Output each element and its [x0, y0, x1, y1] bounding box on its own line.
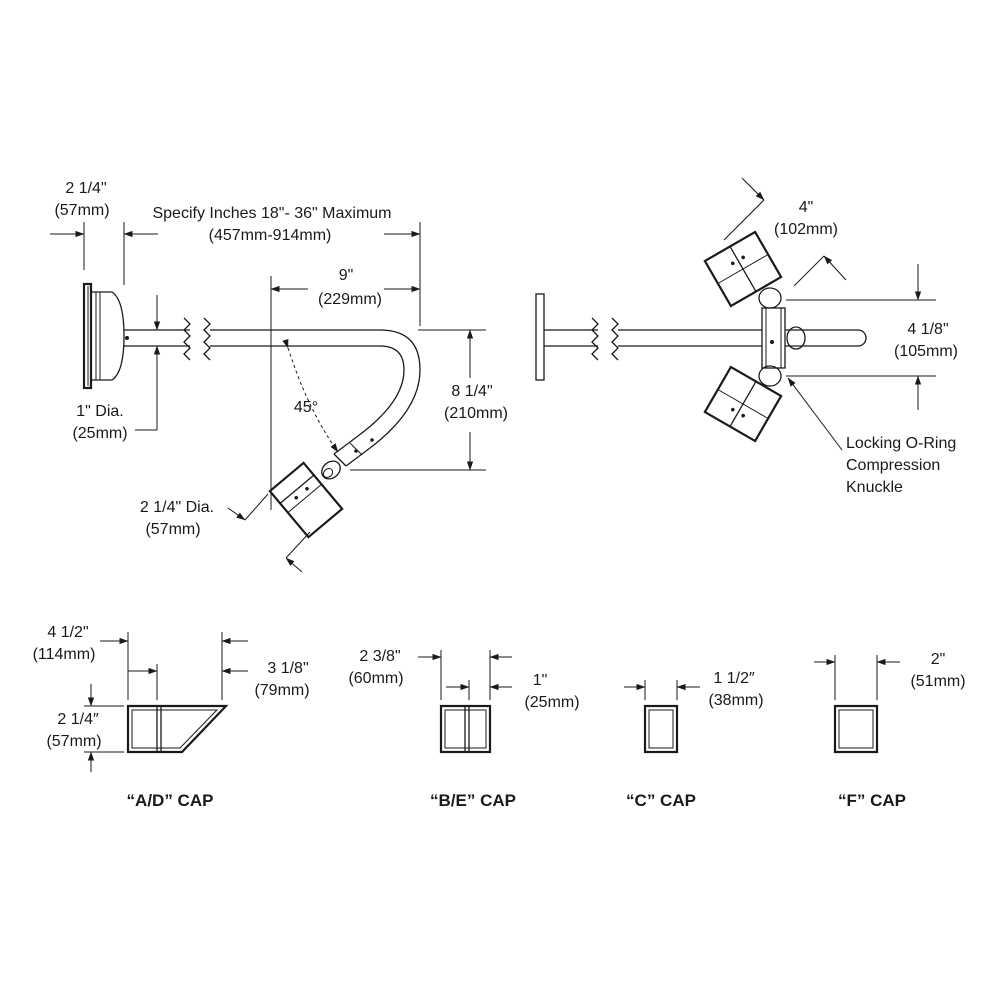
dim-base-width: 2 1/4" (57mm) — [50, 180, 158, 285]
cap-c-dim1-in: 1 1/2″ — [713, 670, 755, 687]
dim-spread-in: 4 1/8" — [907, 321, 948, 338]
dim-tube-dia-mm: (25mm) — [72, 425, 127, 442]
cap-a-d-dim1-in: 4 1/2" — [47, 624, 88, 641]
cap-a-d-dim2-in: 3 1/8" — [267, 660, 308, 677]
knuckle-label-line1: Locking O-Ring — [846, 435, 956, 452]
dim-arm-length: Specify Inches 18"- 36" Maximum (457mm-9… — [152, 205, 421, 326]
dim-head-dia-mm: (57mm) — [145, 521, 200, 538]
top-knuckle-block — [758, 287, 786, 387]
cap-b-e-dim2-mm: (25mm) — [524, 694, 579, 711]
dim-base-width-in: 2 1/4" — [65, 180, 106, 197]
dim-drop: 8 1/4" (210mm) — [350, 329, 508, 471]
dim-spread: 4 1/8" (105mm) — [786, 264, 958, 410]
dim-angle-text: 45° — [294, 399, 318, 416]
side-view: 2 1/4" (57mm) Specify Inches 18"- 36" Ma… — [50, 180, 508, 573]
side-light-head — [268, 461, 344, 539]
cap-a-d-label: “A/D” CAP — [127, 791, 214, 810]
dim-tube-dia-in: 1" Dia. — [76, 403, 123, 420]
wall-plate — [82, 282, 129, 390]
dim-drop-mm: (210mm) — [444, 405, 508, 422]
knuckle-label-line3: Knuckle — [846, 479, 903, 496]
side-knuckle — [321, 460, 341, 480]
cap-b-e-dim1-in: 2 3/8" — [359, 648, 400, 665]
dim-head-length-mm: (102mm) — [774, 221, 838, 238]
dim-tube-dia: 1" Dia. (25mm) — [72, 295, 161, 442]
cap-b-e: 2 3/8" (60mm) 1" (25mm) “B/E” CAP — [348, 648, 579, 810]
top-arm-tube — [544, 317, 867, 361]
arm-tube — [124, 317, 421, 467]
cap-a-d: 4 1/2" (114mm) 3 1/8" (79mm) 2 1/4″ (57m… — [33, 624, 310, 810]
cap-b-e-dim1-mm: (60mm) — [348, 670, 403, 687]
cap-f-dim1-mm: (51mm) — [910, 673, 965, 690]
dim-head-dia-in: 2 1/4" Dia. — [140, 499, 214, 516]
dim-drop-in: 8 1/4" — [451, 383, 492, 400]
dim-reach-in: 9" — [339, 267, 354, 284]
cap-b-e-label: “B/E” CAP — [430, 791, 516, 810]
cap-f: 2" (51mm) “F” CAP — [814, 651, 966, 810]
dim-head-dia: 2 1/4" Dia. (57mm) — [140, 493, 311, 573]
cap-b-e-dim2-in: 1" — [533, 672, 548, 689]
cap-a-d-dim1-mm: (114mm) — [33, 646, 96, 663]
dim-head-length-in: 4" — [799, 199, 814, 216]
top-upper-light-head — [703, 230, 783, 308]
top-wall-plate — [535, 293, 545, 381]
cap-c-dim1-mm: (38mm) — [708, 692, 763, 709]
dim-angle: 45° — [282, 338, 339, 453]
cap-f-label: “F” CAP — [838, 791, 906, 810]
cap-c: 1 1/2″ (38mm) “C” CAP — [624, 670, 764, 810]
cap-a-d-dim3-mm: (57mm) — [46, 733, 101, 750]
dim-arm-length-text: Specify Inches 18"- 36" Maximum — [152, 205, 391, 222]
dim-arm-length-mm: (457mm-914mm) — [209, 227, 332, 244]
cap-a-d-dim3-in: 2 1/4″ — [57, 711, 99, 728]
dim-base-width-mm: (57mm) — [54, 202, 109, 219]
cap-a-d-dim2-mm: (79mm) — [254, 682, 309, 699]
cap-f-dim1-in: 2" — [931, 651, 946, 668]
dim-head-length: 4" (102mm) — [723, 177, 847, 287]
knuckle-callout: Locking O-Ring Compression Knuckle — [787, 377, 956, 496]
cap-c-label: “C” CAP — [626, 791, 696, 810]
top-lower-light-head — [703, 365, 783, 443]
dim-reach: 9" (229mm) — [270, 267, 421, 510]
dim-spread-mm: (105mm) — [894, 343, 958, 360]
knuckle-label-line2: Compression — [846, 457, 940, 474]
top-view: 4" (102mm) 4 1/8" (105mm) Locking O-Ring… — [535, 177, 958, 496]
dim-reach-mm: (229mm) — [318, 291, 382, 308]
